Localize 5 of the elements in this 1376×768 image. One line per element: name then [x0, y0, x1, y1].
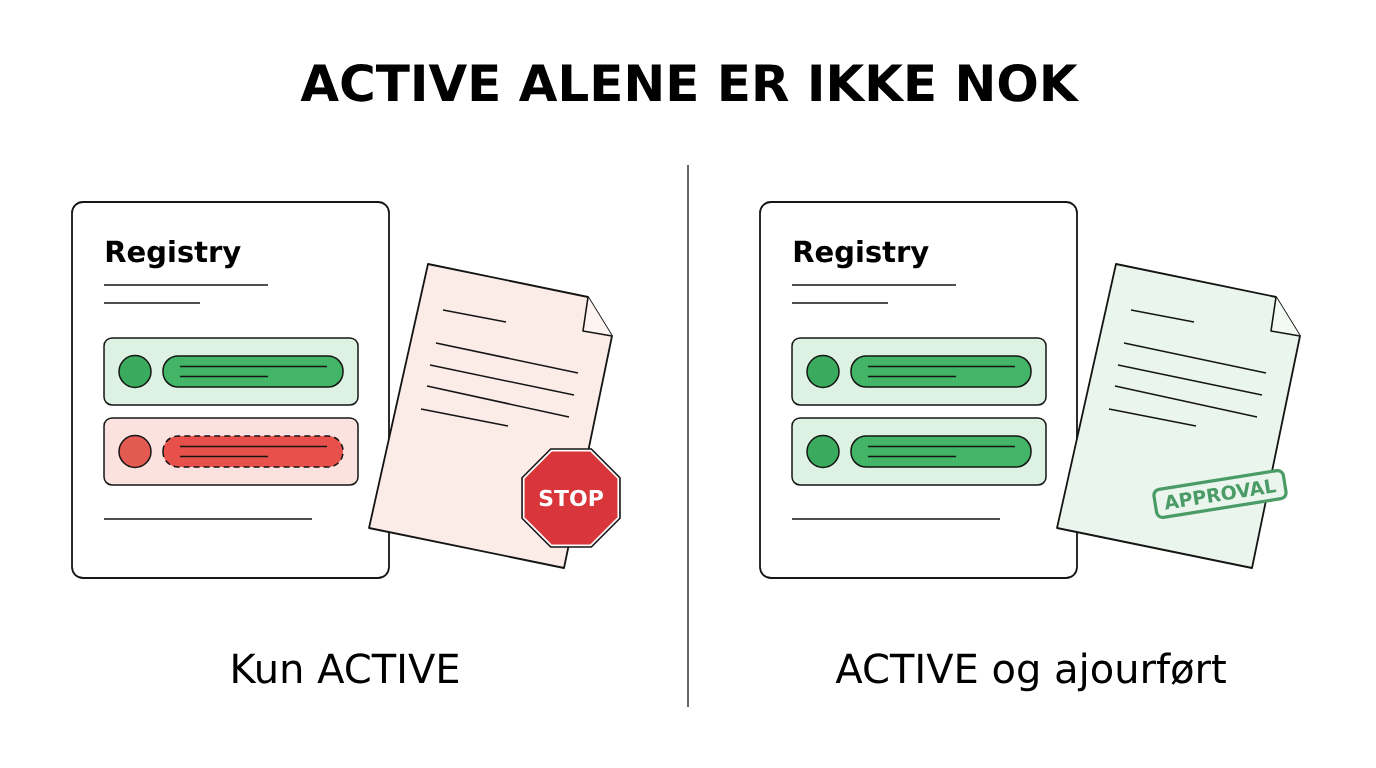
caption: Kun ACTIVE: [233, 653, 459, 684]
title: ACTIVE ALENE ER IKKE NOK: [300, 63, 1080, 102]
approval-stamp: APPROVAL: [1152, 469, 1288, 519]
stop-sign: STOP: [521, 448, 621, 548]
caption: ACTIVE og ajourført: [835, 652, 1226, 692]
